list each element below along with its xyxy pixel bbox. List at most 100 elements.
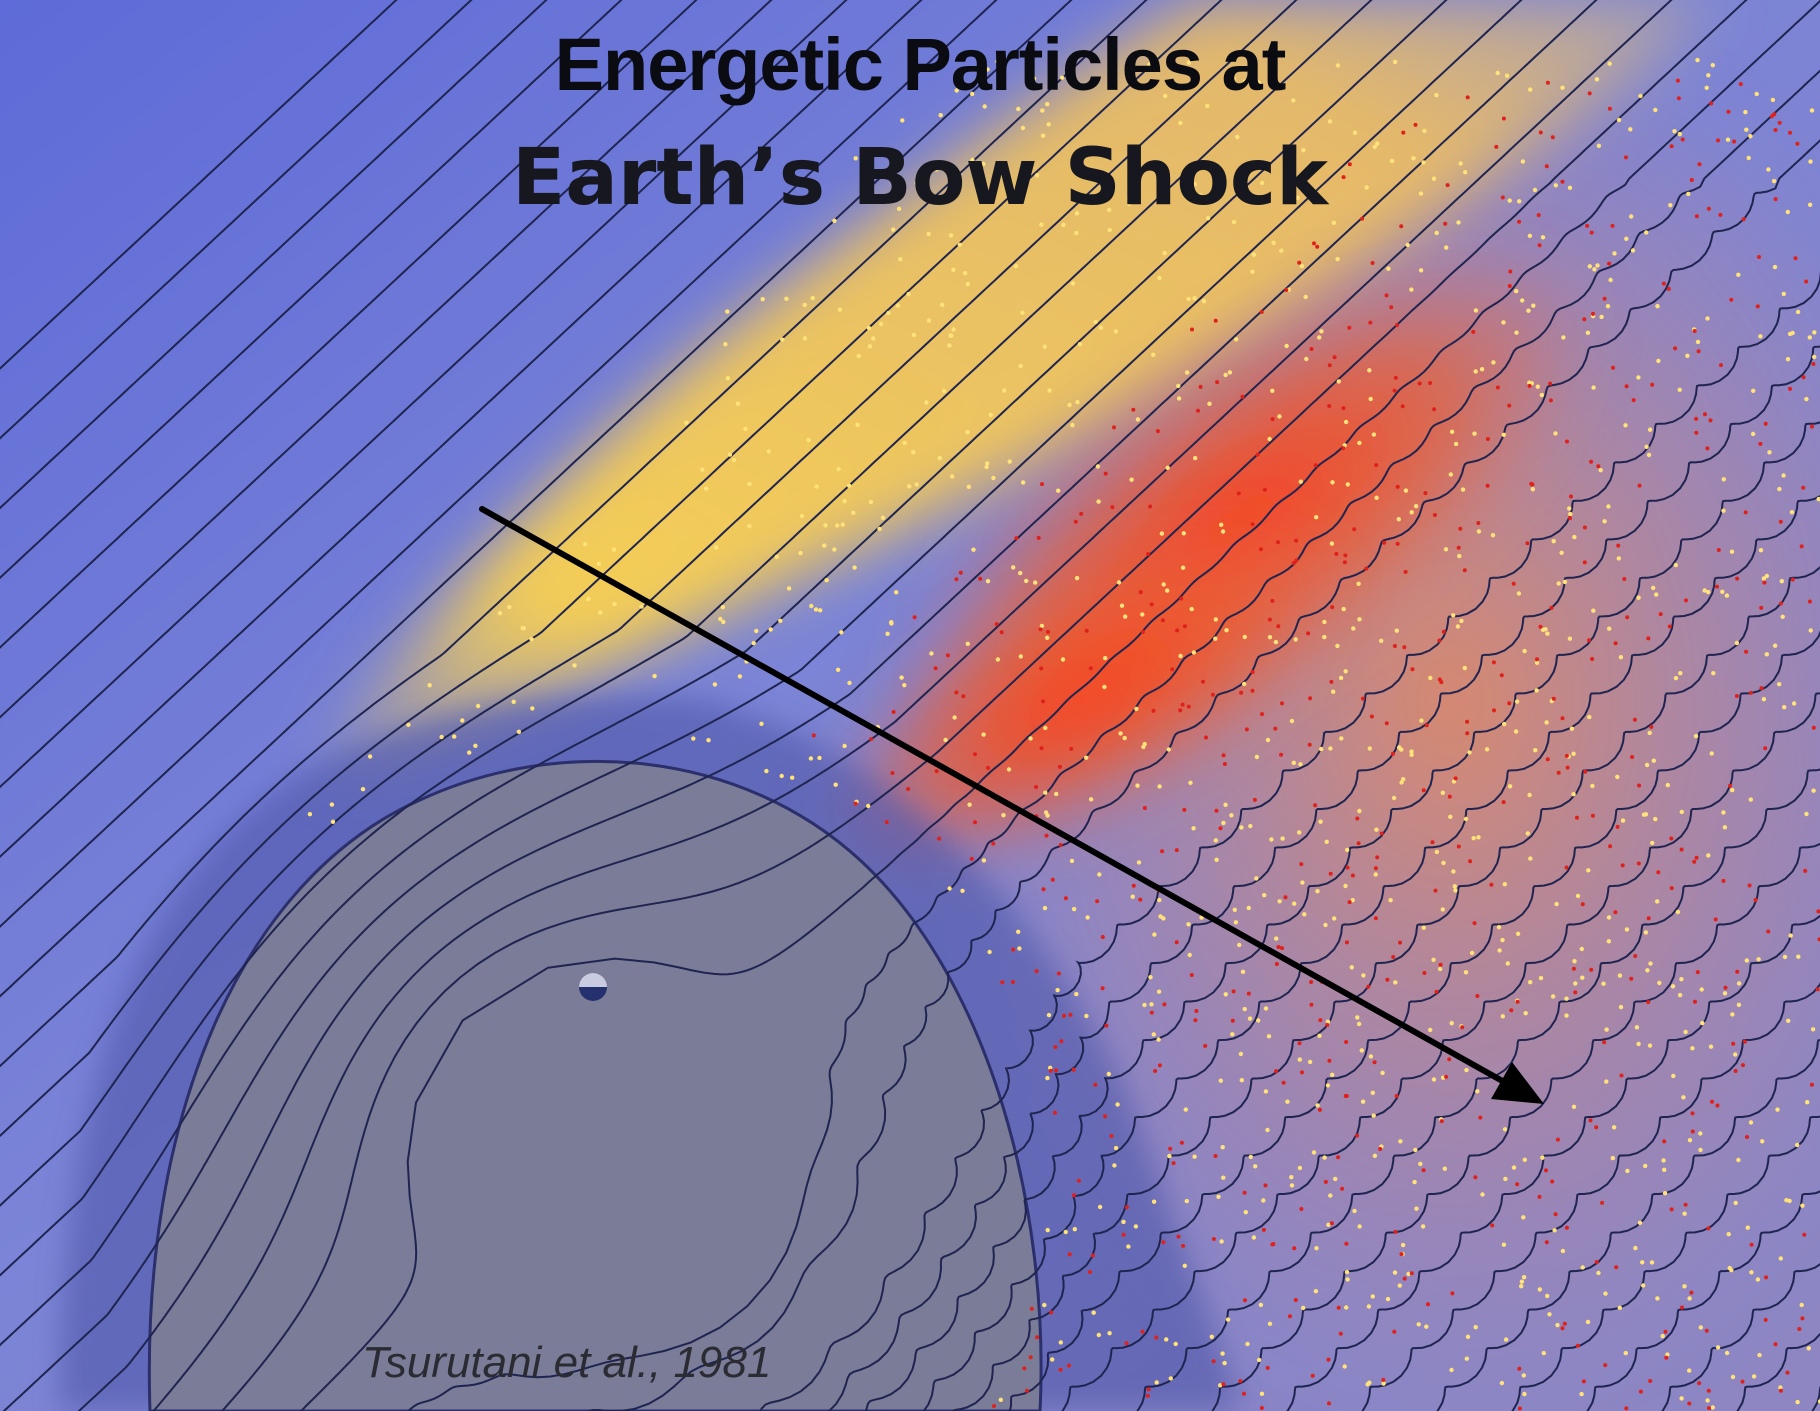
electron-particle bbox=[1465, 731, 1470, 736]
ion-particle bbox=[1587, 714, 1592, 720]
electron-particle bbox=[1676, 96, 1681, 101]
ion-particle bbox=[1318, 819, 1323, 824]
ion-particle bbox=[1772, 264, 1778, 270]
electron-particle bbox=[1076, 1178, 1081, 1183]
ion-particle bbox=[1229, 813, 1234, 818]
electron-particle bbox=[1103, 1114, 1108, 1119]
ion-particle bbox=[1449, 1367, 1454, 1373]
electron-particle bbox=[1341, 406, 1346, 411]
ion-particle bbox=[1028, 736, 1033, 741]
electron-particle bbox=[1142, 806, 1147, 810]
electron-particle bbox=[1637, 783, 1642, 788]
electron-particle bbox=[1259, 310, 1264, 314]
electron-particle bbox=[1344, 1040, 1349, 1044]
ion-particle bbox=[906, 291, 911, 297]
electron-particle bbox=[1731, 1041, 1736, 1046]
electron-particle bbox=[1600, 1200, 1605, 1205]
electron-particle bbox=[1345, 865, 1350, 870]
ion-particle bbox=[1043, 790, 1048, 795]
ion-particle bbox=[1443, 547, 1449, 552]
ion-particle bbox=[926, 231, 931, 237]
electron-particle bbox=[1242, 1391, 1246, 1396]
ion-particle bbox=[1519, 1279, 1525, 1284]
ion-particle bbox=[1496, 925, 1502, 930]
electron-particle bbox=[937, 836, 942, 841]
electron-particle bbox=[1240, 394, 1245, 399]
ion-particle bbox=[1647, 427, 1653, 432]
ion-particle bbox=[1734, 640, 1740, 646]
ion-particle bbox=[911, 450, 916, 455]
ion-particle bbox=[764, 768, 769, 774]
ion-particle bbox=[947, 886, 952, 891]
ion-particle bbox=[1058, 1340, 1064, 1345]
ion-particle bbox=[1106, 1071, 1112, 1077]
ion-particle bbox=[1748, 1120, 1754, 1125]
electron-particle bbox=[1507, 403, 1512, 408]
ion-particle bbox=[1670, 984, 1676, 989]
ion-particle bbox=[1116, 580, 1122, 585]
ion-particle bbox=[1465, 1334, 1471, 1340]
ion-particle bbox=[1331, 220, 1337, 225]
ion-particle bbox=[1201, 299, 1207, 304]
electron-particle bbox=[1390, 751, 1395, 756]
electron-particle bbox=[1250, 522, 1255, 527]
electron-particle bbox=[1392, 1329, 1397, 1334]
ion-particle bbox=[1409, 510, 1414, 515]
ion-particle bbox=[1070, 281, 1076, 286]
electron-particle bbox=[1341, 446, 1346, 451]
ion-particle bbox=[1126, 201, 1132, 207]
electron-particle bbox=[1696, 349, 1701, 354]
ion-particle bbox=[1323, 922, 1328, 928]
electron-particle bbox=[1068, 1012, 1073, 1017]
ion-particle bbox=[1472, 431, 1477, 436]
electron-particle bbox=[1079, 511, 1084, 516]
electron-particle bbox=[1596, 464, 1601, 469]
ion-particle bbox=[1324, 839, 1329, 844]
ion-particle bbox=[1271, 240, 1276, 245]
ion-particle bbox=[1136, 860, 1142, 865]
electron-particle bbox=[1215, 380, 1220, 385]
ion-particle bbox=[995, 59, 1000, 64]
field-line bbox=[1211, 842, 1820, 1411]
electron-particle bbox=[1306, 631, 1311, 636]
ion-particle bbox=[1311, 1150, 1317, 1155]
ion-particle bbox=[866, 803, 871, 809]
ion-particle bbox=[1585, 1319, 1591, 1325]
electron-particle bbox=[1360, 216, 1365, 221]
electron-particle bbox=[1785, 1370, 1790, 1375]
ion-particle bbox=[766, 449, 771, 454]
electron-particle bbox=[1214, 808, 1219, 813]
ion-particle bbox=[1413, 504, 1419, 509]
ion-particle bbox=[1162, 250, 1167, 256]
electron-particle bbox=[1741, 1063, 1745, 1068]
ion-particle bbox=[1107, 227, 1112, 233]
ion-particle bbox=[1452, 884, 1458, 889]
ion-particle bbox=[1223, 802, 1228, 807]
electron-particle bbox=[1327, 404, 1332, 408]
ion-particle bbox=[747, 524, 752, 529]
ion-particle bbox=[439, 734, 444, 740]
ion-particle bbox=[1682, 1284, 1687, 1289]
electron-particle bbox=[1073, 519, 1078, 524]
electron-particle bbox=[1797, 1327, 1802, 1331]
ion-particle bbox=[1386, 266, 1391, 271]
electron-particle bbox=[1667, 624, 1672, 629]
ion-particle bbox=[1017, 946, 1022, 951]
ion-particle bbox=[1616, 117, 1622, 123]
ion-particle bbox=[1269, 837, 1274, 842]
electron-particle bbox=[1203, 1043, 1208, 1048]
electron-particle bbox=[1372, 1060, 1377, 1065]
electron-particle bbox=[1594, 1125, 1599, 1130]
ion-particle bbox=[329, 802, 335, 807]
field-line bbox=[586, 139, 1820, 1411]
ion-particle bbox=[1449, 429, 1455, 434]
ion-particle bbox=[866, 325, 872, 331]
ion-particle bbox=[1458, 161, 1463, 166]
ion-particle bbox=[1013, 263, 1019, 269]
electron-particle bbox=[1309, 1002, 1314, 1007]
electron-particle bbox=[1329, 1221, 1334, 1226]
ion-particle bbox=[1699, 987, 1704, 992]
ion-particle bbox=[1770, 97, 1776, 103]
electron-particle bbox=[1650, 382, 1655, 387]
ion-particle bbox=[1018, 654, 1023, 659]
